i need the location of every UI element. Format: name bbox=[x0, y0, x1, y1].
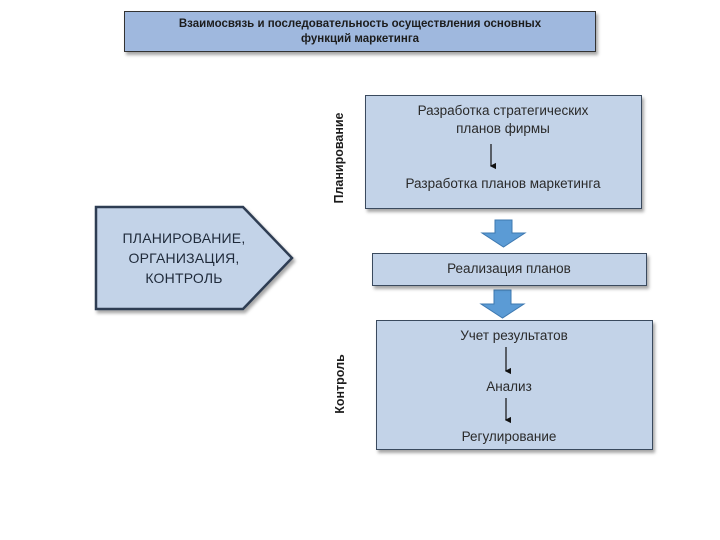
connector-arrow-1 bbox=[489, 144, 496, 170]
title-line-2: функций маркетинга bbox=[300, 32, 420, 45]
strategic-line-1: Разработка стратегических bbox=[417, 103, 589, 118]
control-box: Учет результатов Анализ Регулирование bbox=[376, 320, 653, 450]
analysis-text: Анализ bbox=[486, 379, 532, 394]
label-planning: Планирование bbox=[332, 112, 346, 204]
implementation-text: Реализация планов bbox=[447, 261, 571, 276]
pentagon-label: ПЛАНИРОВАНИЕ, ОРГАНИЗАЦИЯ, КОНТРОЛЬ bbox=[104, 228, 264, 288]
pentagon-shape bbox=[94, 205, 294, 311]
block-arrow-down-2 bbox=[479, 289, 526, 319]
block-arrow-down-1 bbox=[480, 219, 527, 248]
pentagon-line-2: ОРГАНИЗАЦИЯ, bbox=[128, 250, 240, 266]
pentagon-line-3: КОНТРОЛЬ bbox=[145, 270, 223, 286]
marketing-plans-text: Разработка планов маркетинга bbox=[405, 176, 601, 191]
pentagon-line-1: ПЛАНИРОВАНИЕ, bbox=[122, 230, 246, 246]
regulation-text: Регулирование bbox=[461, 429, 557, 444]
planning-box: Разработка стратегических планов фирмы Р… bbox=[365, 95, 642, 209]
strategic-plans-text: Разработка стратегических планов фирмы bbox=[366, 102, 640, 138]
results-text: Учет результатов bbox=[460, 328, 568, 343]
implementation-box: Реализация планов bbox=[372, 253, 647, 286]
connector-arrow-2 bbox=[504, 347, 511, 375]
title-line-1: Взаимосвязь и последовательность осущест… bbox=[178, 17, 542, 30]
diagram-title: Взаимосвязь и последовательность осущест… bbox=[124, 11, 596, 52]
strategic-line-2: планов фирмы bbox=[456, 121, 550, 136]
connector-arrow-3 bbox=[504, 398, 511, 424]
label-control: Контроль bbox=[333, 354, 347, 414]
